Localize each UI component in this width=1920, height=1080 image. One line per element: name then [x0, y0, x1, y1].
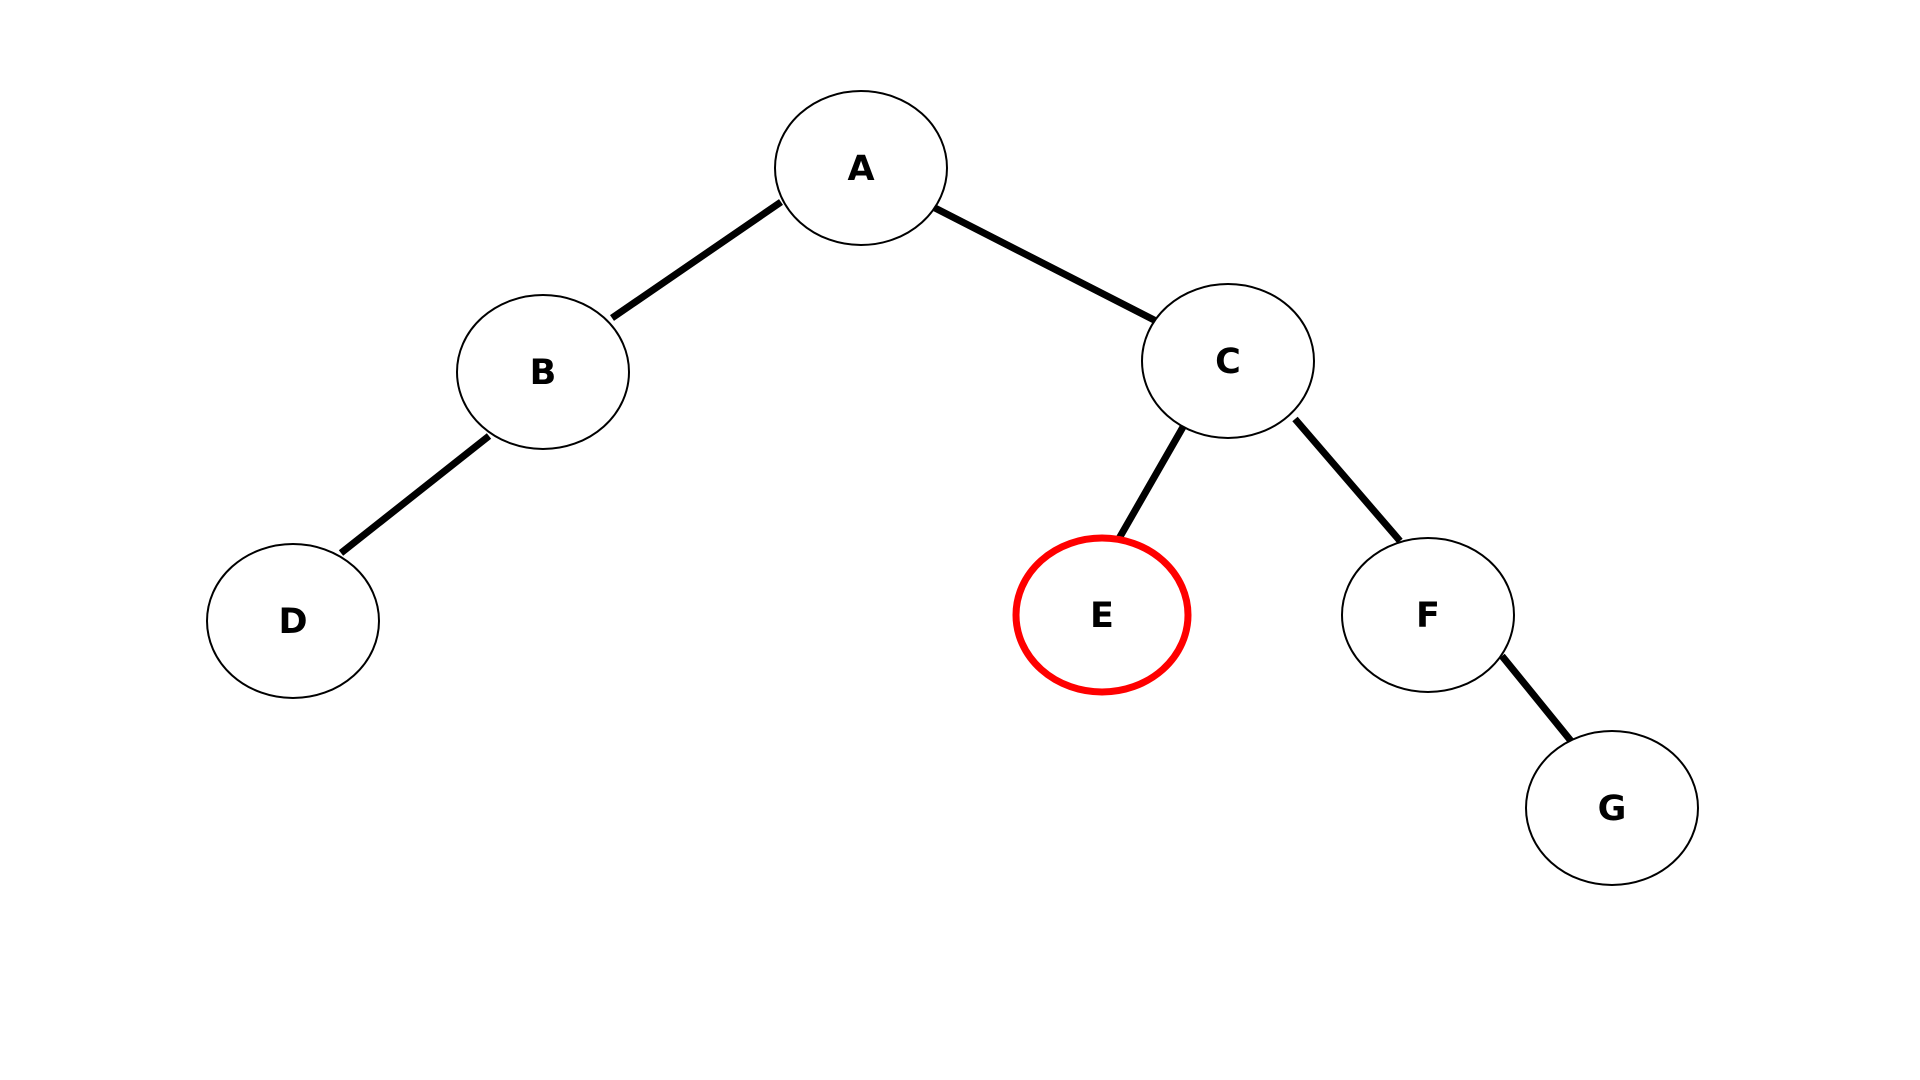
node-f-circle [1341, 537, 1515, 693]
edge-f-g [1499, 653, 1574, 744]
edge-a-c [933, 204, 1162, 327]
node-a-circle [774, 90, 948, 246]
nodes-layer: A B C D E F G [206, 90, 1699, 886]
node-f-label: F [1416, 596, 1440, 636]
node-d-label: D [278, 602, 307, 642]
node-c-label: C [1215, 342, 1241, 382]
tree-node-d: D [206, 543, 380, 699]
edges-layer [338, 199, 1574, 744]
node-g-circle [1525, 730, 1699, 886]
tree-node-b: B [456, 294, 630, 450]
tree-node-e: E [1012, 534, 1192, 696]
node-b-circle [456, 294, 630, 450]
edge-b-d [338, 433, 492, 556]
node-e-label: E [1090, 596, 1114, 636]
node-g-label: G [1598, 789, 1627, 829]
edge-a-b [610, 199, 783, 321]
tree-node-g: G [1525, 730, 1699, 886]
edge-c-e [1113, 425, 1187, 544]
tree-node-a: A [774, 90, 948, 246]
node-a-label: A [847, 149, 874, 189]
node-c-circle [1141, 283, 1315, 439]
tree-node-f: F [1341, 537, 1515, 693]
node-d-circle [206, 543, 380, 699]
tree-node-c: C [1141, 283, 1315, 439]
node-b-label: B [530, 353, 557, 393]
node-e-circle-highlighted [1012, 534, 1192, 696]
edge-c-f [1292, 416, 1403, 544]
